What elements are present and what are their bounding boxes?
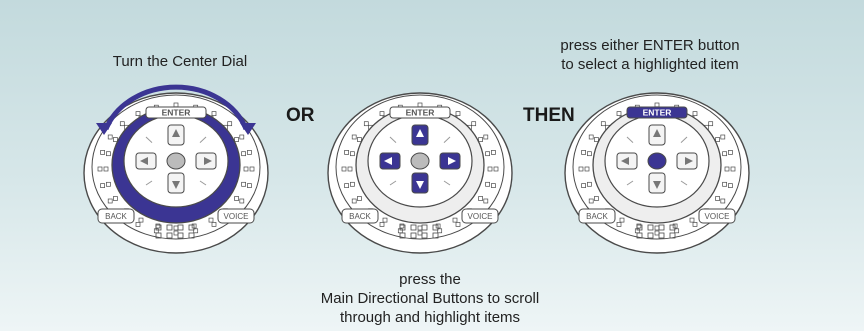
center-enter-button <box>648 153 666 169</box>
back-label: BACK <box>105 212 127 221</box>
controller-enter: ENTER BACK VOICE <box>565 93 749 253</box>
controller-dial: ENTER BACK VOICE <box>84 87 268 253</box>
enter-label: ENTER <box>162 108 191 118</box>
voice-label: VOICE <box>705 212 730 221</box>
center-enter-button <box>167 153 185 169</box>
enter-label: ENTER <box>643 108 672 118</box>
voice-label: VOICE <box>224 212 249 221</box>
controller-directional: ENTER BACK VOICE <box>328 93 512 253</box>
center-enter-button <box>411 153 429 169</box>
enter-label: ENTER <box>406 108 435 118</box>
voice-label: VOICE <box>468 212 493 221</box>
back-label: BACK <box>349 212 371 221</box>
back-label: BACK <box>586 212 608 221</box>
